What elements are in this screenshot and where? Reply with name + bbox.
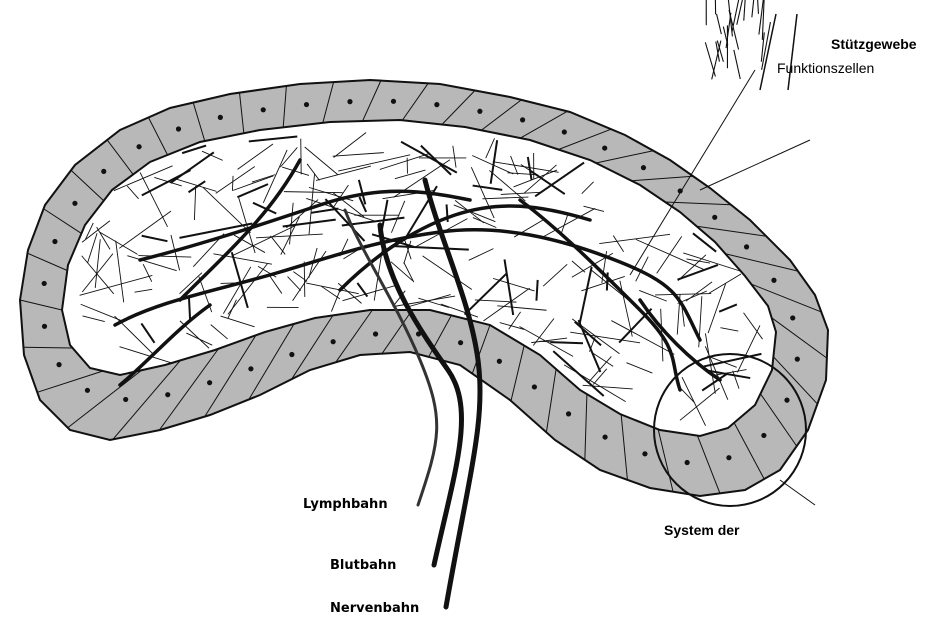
fiber-sketch: [729, 10, 739, 50]
cell-nucleus: [207, 380, 212, 385]
cell-nucleus: [458, 340, 463, 345]
callout-line-system: [780, 480, 815, 505]
fiber: [189, 298, 190, 321]
cell-nucleus: [497, 359, 502, 364]
cell-nucleus: [218, 115, 223, 120]
cell-nucleus: [771, 278, 776, 283]
cell-nucleus: [685, 460, 690, 465]
cell-nucleus: [761, 433, 766, 438]
label-blutbahn: Blutbahn: [330, 558, 396, 573]
fiber-sketch: [744, 0, 747, 21]
callout-line-funktionszellen: [700, 140, 810, 190]
cell-nucleus: [165, 392, 170, 397]
fiber: [232, 176, 233, 191]
cell-nucleus: [784, 398, 789, 403]
cell-nucleus: [744, 244, 749, 249]
cell-nucleus: [477, 109, 482, 114]
cell-nucleus: [42, 281, 47, 286]
cell-nucleus: [726, 455, 731, 460]
cell-nucleus: [42, 324, 47, 329]
fiber-sketch: [788, 14, 797, 90]
fiber-sketch: [756, 0, 758, 14]
cell-nucleus: [176, 126, 181, 131]
fiber-sketch: [717, 14, 722, 34]
cell-nucleus: [602, 434, 607, 439]
label-lymphbahn: Lymphbahn: [303, 497, 388, 512]
cell-nucleus: [52, 239, 57, 244]
cell-nucleus: [562, 129, 567, 134]
cell-nucleus: [532, 384, 537, 389]
cell-nucleus: [72, 201, 77, 206]
cell-nucleus: [248, 366, 253, 371]
fiber-sketch: [752, 0, 758, 17]
cell-nucleus: [790, 315, 795, 320]
cell-nucleus: [101, 169, 106, 174]
label-nervenbahn: Nervenbahn: [330, 601, 419, 616]
cell-nucleus: [261, 107, 266, 112]
label-funktionszellen: Funktionszellen: [777, 60, 874, 76]
cell-nucleus: [642, 451, 647, 456]
cell-nucleus: [434, 102, 439, 107]
cell-nucleus: [331, 339, 336, 344]
cell-nucleus: [795, 357, 800, 362]
cell-nucleus: [602, 145, 607, 150]
cell-nucleus: [289, 352, 294, 357]
cell-nucleus: [641, 165, 646, 170]
label-stuetzgewebe: Stützgewebe: [831, 36, 917, 52]
cell-nucleus: [136, 144, 141, 149]
fiber: [536, 280, 537, 301]
cell-nucleus: [373, 331, 378, 336]
fiber-sketch: [726, 13, 731, 48]
fiber-sketch: [705, 42, 715, 76]
cell-nucleus: [566, 411, 571, 416]
cell-nucleus: [304, 102, 309, 107]
fiber-sketch: [715, 0, 716, 14]
cell-nucleus: [520, 117, 525, 122]
cell-nucleus: [85, 388, 90, 393]
fiber-sketch: [734, 50, 740, 79]
cell-nucleus: [56, 362, 61, 367]
cell-nucleus: [123, 397, 128, 402]
epithelium-cell-layer: [20, 80, 828, 496]
label-system-der: System der: [664, 522, 739, 538]
cell-nucleus: [391, 99, 396, 104]
cell-nucleus: [712, 215, 717, 220]
cell-nucleus: [347, 99, 352, 104]
